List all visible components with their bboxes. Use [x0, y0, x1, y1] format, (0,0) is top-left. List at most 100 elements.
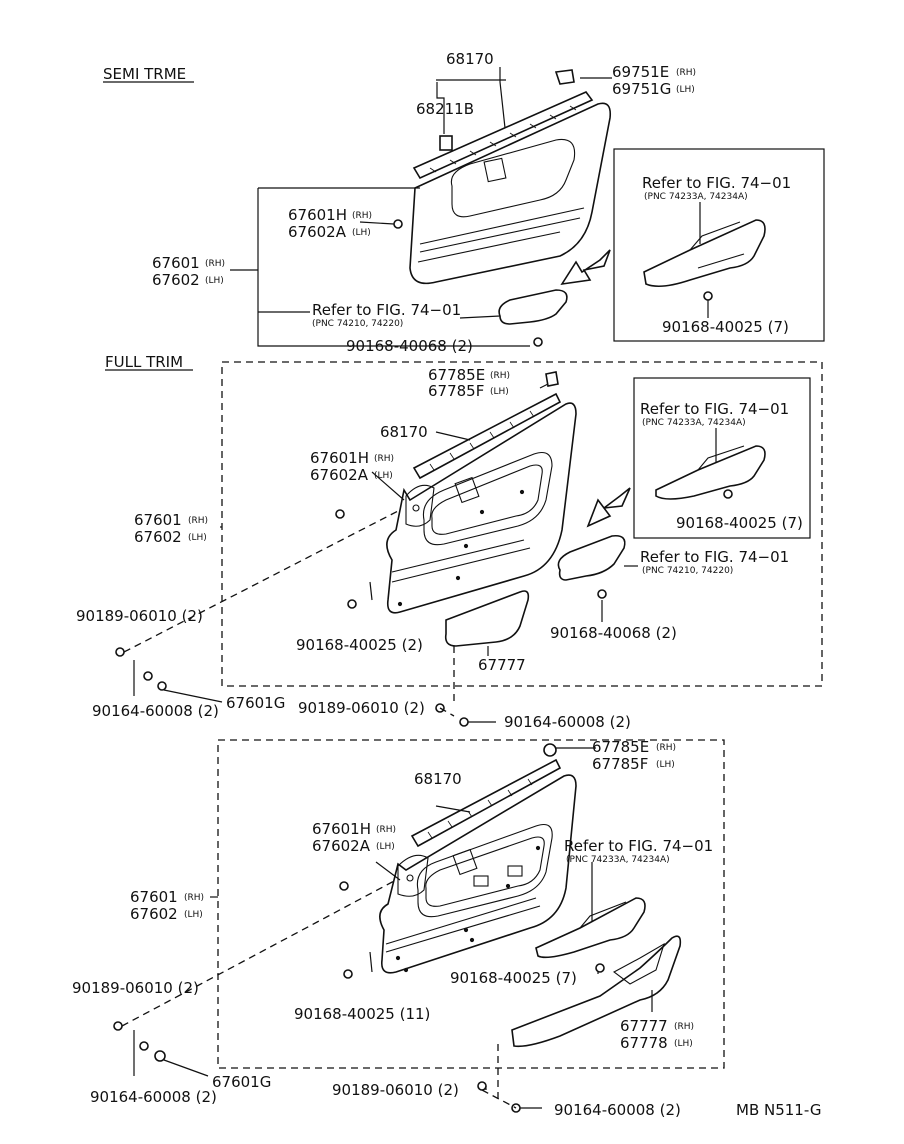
part-label-69751g: 69751G: [612, 80, 671, 98]
svg-text:(RH): (RH): [205, 259, 225, 269]
svg-text:(RH): (RH): [676, 68, 696, 78]
svg-text:(RH): (RH): [674, 1022, 694, 1032]
part-label-67601: 67601: [152, 254, 200, 272]
svg-text:(PNC 74233A, 74234A): (PNC 74233A, 74234A): [566, 855, 670, 865]
screw-icon: [723, 489, 733, 499]
svg-text:(RH): (RH): [352, 211, 372, 221]
dashed-boundary: [217, 739, 725, 1069]
reference-note: Refer to FIG. 74−01: [640, 548, 789, 566]
part-label-67602a: 67602A: [312, 837, 371, 855]
svg-text:(RH): (RH): [374, 454, 394, 464]
screw-icon: [143, 671, 153, 681]
grommet-icon: [154, 1050, 166, 1062]
part-label-67785f: 67785F: [428, 382, 484, 400]
svg-text:(RH): (RH): [656, 743, 676, 753]
screw-icon: [139, 1041, 149, 1051]
svg-text:(RH): (RH): [184, 893, 204, 903]
clip-67785: [543, 743, 557, 757]
part-label-67602: 67602: [130, 905, 178, 923]
clip-icon: [113, 1021, 123, 1031]
armrest-switch-base: [643, 219, 766, 288]
screw-icon: [703, 291, 713, 301]
screw-icon: [393, 219, 403, 229]
reference-note: Refer to FIG. 74−01: [564, 837, 713, 855]
screw-icon: [597, 589, 607, 599]
clip-69751: [554, 69, 575, 85]
armrest-switch-base: [655, 445, 766, 500]
svg-text:(PNC 74233A, 74234A): (PNC 74233A, 74234A): [644, 192, 748, 202]
clip-68211b: [439, 135, 453, 151]
screw-icon: [595, 963, 605, 973]
svg-text:(LH): (LH): [184, 910, 203, 920]
part-label-67785f: 67785F: [592, 755, 648, 773]
svg-text:(PNC 74210, 74220): (PNC 74210, 74220): [642, 566, 733, 576]
part-label-67602a: 67602A: [310, 466, 369, 484]
part-label-clip: 90189-06010 (2): [76, 607, 203, 625]
svg-text:(LH): (LH): [490, 387, 509, 397]
part-label-screw: 90168-40025 (2): [296, 636, 423, 654]
part-label-67785e: 67785E: [428, 366, 485, 384]
part-label-67601h: 67601H: [288, 206, 347, 224]
svg-text:(LH): (LH): [676, 85, 695, 95]
clip-67785: [545, 371, 559, 387]
dashed-boundary: [221, 361, 823, 687]
armrest-base: [498, 289, 568, 325]
screw-icon: [335, 509, 345, 519]
section-semi-trim: SEMI TRME: [103, 50, 825, 355]
svg-text:(LH): (LH): [205, 276, 224, 286]
section-full-trim: FULL TRIM: [76, 353, 823, 731]
part-label-screw: 90168-40025 (7): [662, 318, 789, 336]
part-label-67601g: 67601G: [212, 1073, 271, 1091]
part-label-screw: 90168-40068 (2): [550, 624, 677, 642]
carpet-panel: [444, 590, 530, 647]
part-label-grommet: 90164-60008 (2): [504, 713, 631, 731]
svg-text:(PNC 74210, 74220): (PNC 74210, 74220): [312, 319, 403, 329]
clip-icon: [115, 647, 125, 657]
svg-text:(RH): (RH): [490, 371, 510, 381]
armrest-base: [557, 534, 626, 581]
part-label-67602: 67602: [152, 271, 200, 289]
svg-text:(PNC 74233A, 74234A): (PNC 74233A, 74234A): [642, 418, 746, 428]
clip-icon: [477, 1081, 487, 1091]
armrest-pocket: [511, 935, 682, 1048]
door-trim-panel: [379, 774, 577, 974]
belt-moulding: [410, 758, 562, 848]
part-label-screw: 90168-40025 (11): [294, 1005, 430, 1023]
belt-moulding: [412, 392, 562, 480]
screw-icon: [339, 881, 349, 891]
part-label-69751e: 69751E: [612, 63, 669, 81]
part-label-68170: 68170: [446, 50, 494, 68]
section-title-semi: SEMI TRME: [103, 65, 186, 83]
grommet-icon: [157, 681, 167, 691]
part-label-grommet: 90164-60008 (2): [554, 1101, 681, 1119]
svg-text:(LH): (LH): [674, 1039, 693, 1049]
part-label-screw: 90168-40025 (7): [676, 514, 803, 532]
door-trim-panel: [409, 102, 612, 285]
svg-text:(LH): (LH): [352, 228, 371, 238]
part-label-67601: 67601: [130, 888, 178, 906]
part-label-67601h: 67601H: [312, 820, 371, 838]
arrow-icon: [560, 249, 611, 286]
belt-moulding: [412, 91, 594, 180]
svg-text:(LH): (LH): [188, 533, 207, 543]
screw-icon: [347, 599, 357, 609]
part-label-screw: 90168-40025 (7): [450, 969, 577, 987]
part-label-68170: 68170: [414, 770, 462, 788]
reference-note: Refer to FIG. 74−01: [642, 174, 791, 192]
part-label-clip: 90189-06010 (2): [332, 1081, 459, 1099]
part-label-67777: 67777: [478, 656, 526, 674]
part-label-67777: 67777: [620, 1017, 668, 1035]
part-label-67601: 67601: [134, 511, 182, 529]
part-label-68211b: 68211B: [416, 100, 474, 118]
section-title-full: FULL TRIM: [105, 353, 183, 371]
svg-text:(LH): (LH): [656, 760, 675, 770]
part-label-67601h: 67601H: [310, 449, 369, 467]
part-label-67778: 67778: [620, 1034, 668, 1052]
arrow-icon: [586, 487, 631, 528]
part-label-67602: 67602: [134, 528, 182, 546]
armrest-switch-base: [535, 897, 646, 959]
svg-text:(RH): (RH): [188, 516, 208, 526]
inset-box: [613, 148, 825, 342]
screw-icon: [343, 969, 353, 979]
